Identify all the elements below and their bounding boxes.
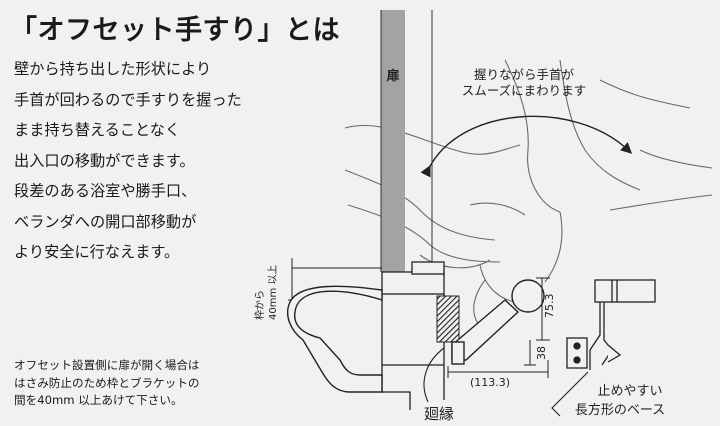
note-line: オフセット設置側に扉が開く場合は (14, 358, 200, 372)
door-frame (381, 261, 445, 410)
description-line: 手首が回わるので手すりを握った (14, 90, 242, 109)
rotation-caption: スムーズにまわります (462, 83, 586, 98)
dim-height: 75.3 (543, 294, 556, 319)
note-line: 間を40mm 以上あけて下さい。 (14, 393, 183, 407)
dim-offset: 38 (535, 346, 548, 360)
dimensions (447, 277, 550, 378)
description-line: ベランダへの開口部移動が (14, 212, 197, 231)
frame-molding (436, 295, 460, 343)
description-line: 段差のある浴室や勝手口、 (14, 182, 197, 200)
base-label: 長方形のベース (575, 402, 665, 418)
base-leader (551, 371, 589, 417)
description-line: より安全に行なえます。 (14, 243, 180, 261)
base-plate (566, 279, 656, 370)
gap-label: 40mm 以上 (267, 265, 279, 320)
rotation-caption: 握りながら手首が (474, 67, 575, 82)
rotation-arrow (420, 115, 633, 178)
door-panel (381, 10, 405, 272)
installation-note: オフセット設置側に扉が開く場合は はさみ防止のため枠とブラケットの 間を40mm… (14, 357, 200, 410)
description: 壁から持ち出した形状により 手首が回わるので手すりを握った まま持ち替えることな… (14, 54, 314, 268)
dim-depth: (113.3) (470, 376, 510, 389)
frame-label: 廻縁 (424, 405, 454, 423)
gap-label: 枠から (253, 290, 266, 320)
note-line: はさみ防止のため枠とブラケットの (14, 375, 200, 390)
door-label: 扉 (386, 68, 399, 84)
description-line: 出入口の移動ができます。 (14, 151, 195, 170)
page-title: 「オフセット手すり」とは (10, 15, 340, 46)
description-line: まま持ち替えることなく (14, 121, 181, 139)
handrail-side-view (286, 285, 383, 393)
frame-leader (423, 347, 445, 403)
description-line: 壁から持ち出した形状により (14, 60, 212, 78)
base-label: 止めやすい (597, 384, 662, 399)
handrail-bracket (451, 279, 545, 365)
